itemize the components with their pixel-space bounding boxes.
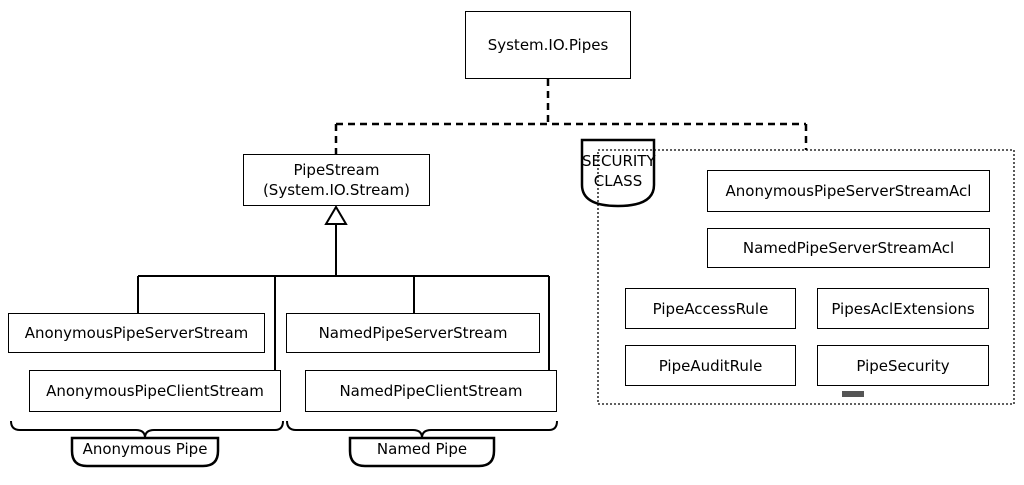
named-pipe-tag-shape	[348, 436, 496, 468]
pipe-security-box: PipeSecurity	[817, 345, 989, 386]
named-pipe-server-stream-acl-box: NamedPipeServerStreamAcl	[707, 228, 990, 268]
dashed-connectors	[334, 79, 808, 154]
inheritance-arrow	[138, 205, 549, 277]
pipe-audit-rule-box: PipeAuditRule	[625, 345, 796, 386]
pipestream-box: PipeStream (System.IO.Stream)	[243, 154, 430, 206]
named-pipe-server-stream-box: NamedPipeServerStream	[286, 313, 540, 353]
named-pipe-server-stream-label: NamedPipeServerStream	[318, 324, 508, 342]
named-pipe-group-label: Named Pipe	[376, 440, 468, 458]
anonymous-pipe-server-stream-box: AnonymousPipeServerStream	[8, 313, 265, 353]
anonymous-pipe-tag-shape	[70, 436, 220, 468]
pipestream-label: PipeStream	[293, 161, 380, 179]
watermark-mark	[842, 391, 864, 397]
pipe-access-rule-label: PipeAccessRule	[652, 299, 769, 318]
pipes-acl-extensions-label: PipesAclExtensions	[831, 299, 975, 318]
security-tag-line1: SECURITY	[582, 152, 656, 170]
anonymous-pipe-server-stream-label: AnonymousPipeServerStream	[24, 324, 249, 342]
security-container-border	[597, 149, 1015, 405]
pipe-security-label: PipeSecurity	[856, 356, 950, 375]
anonymous-pipe-client-stream-label: AnonymousPipeClientStream	[46, 382, 264, 400]
named-pipe-client-stream-box: NamedPipeClientStream	[305, 370, 557, 412]
security-class-tag: SECURITY CLASS	[582, 151, 656, 191]
security-tag-line2: CLASS	[593, 172, 643, 190]
pipe-audit-rule-label: PipeAuditRule	[658, 356, 763, 375]
anonymous-pipe-server-stream-acl-label: AnonymousPipeServerStreamAcl	[725, 182, 972, 200]
anonymous-pipe-group-label: Anonymous Pipe	[82, 440, 208, 458]
anonymous-pipe-server-stream-acl-box: AnonymousPipeServerStreamAcl	[707, 170, 990, 212]
named-pipe-client-stream-label: NamedPipeClientStream	[339, 382, 523, 400]
root-namespace-box: System.IO.Pipes	[465, 11, 631, 79]
root-namespace-label: System.IO.Pipes	[487, 36, 609, 54]
group-braces	[10, 420, 558, 439]
pipes-acl-extensions-box: PipesAclExtensions	[817, 288, 989, 329]
anonymous-pipe-client-stream-box: AnonymousPipeClientStream	[29, 370, 281, 412]
named-pipe-server-stream-acl-label: NamedPipeServerStreamAcl	[742, 239, 955, 257]
security-container-corner-fill	[583, 141, 653, 149]
pipestream-base-label: (System.IO.Stream)	[262, 181, 411, 199]
pipe-access-rule-box: PipeAccessRule	[625, 288, 796, 329]
security-tag-shape	[580, 138, 656, 208]
